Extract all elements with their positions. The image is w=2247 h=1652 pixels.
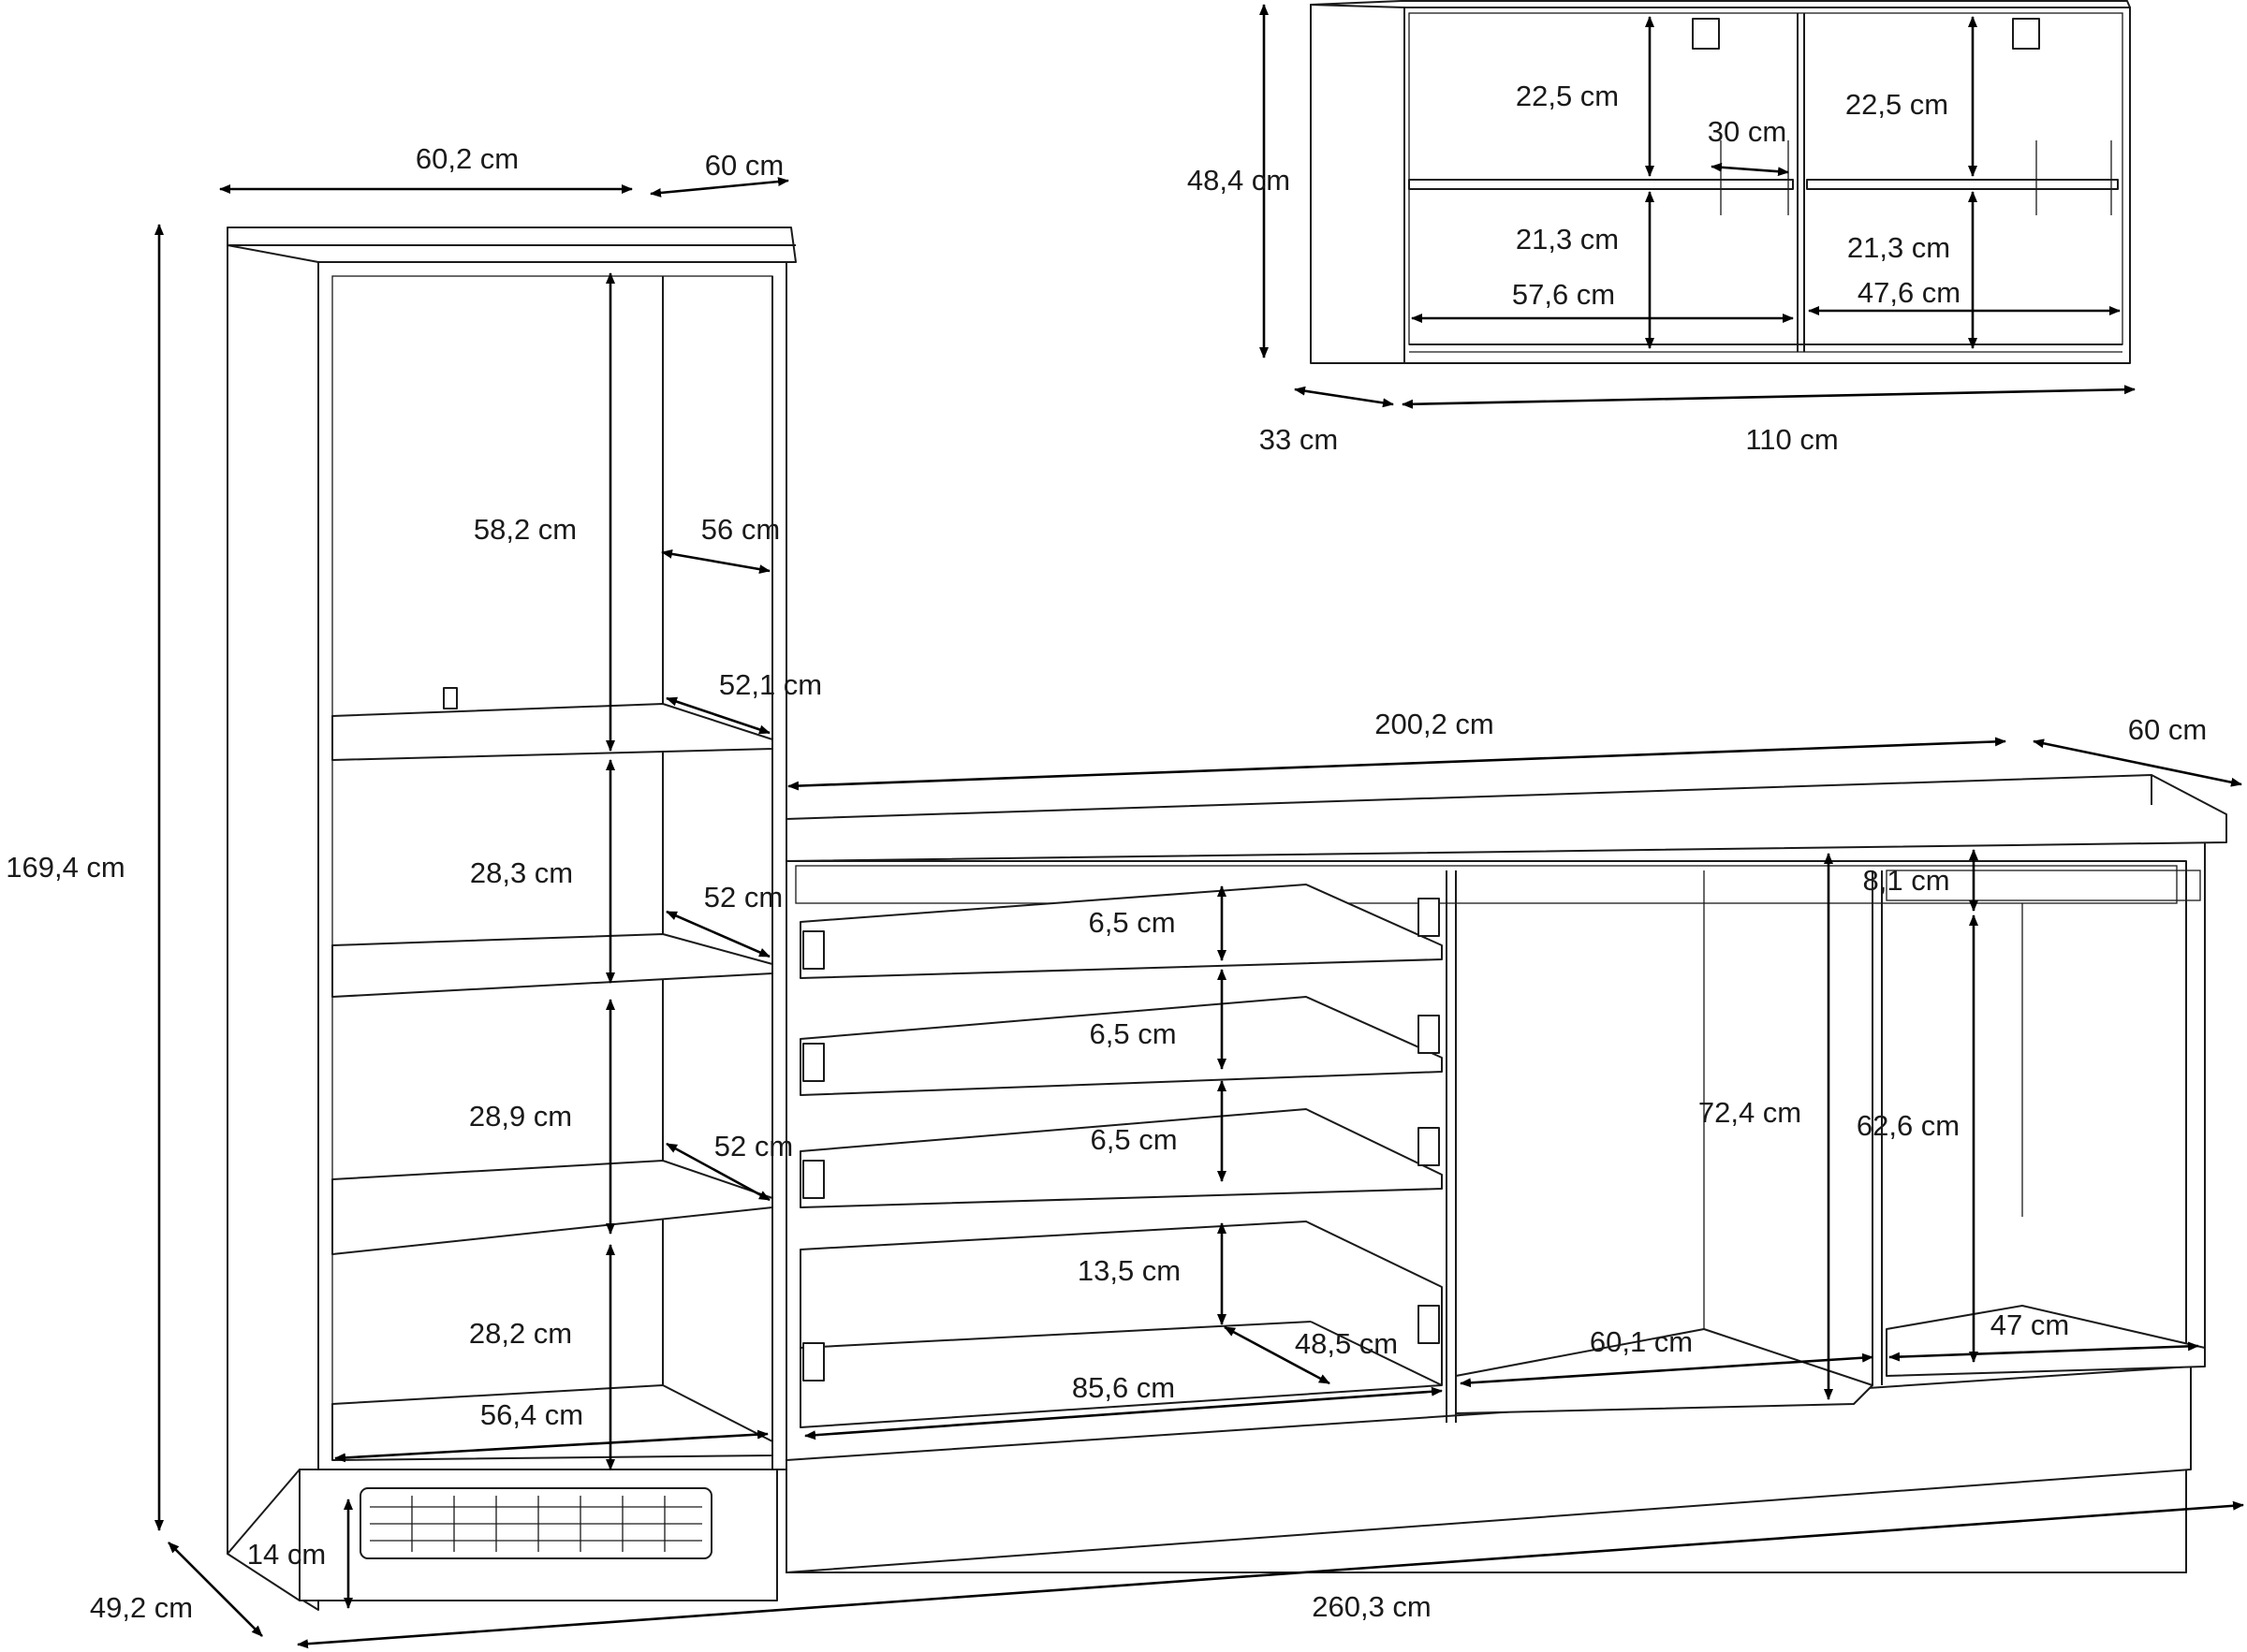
dim-tall-inner-width — [334, 1429, 769, 1463]
label-drawer2-height: 6,5 cm — [1089, 1017, 1176, 1050]
dimension-labels: 48,4 cm 22,5 cm 22,5 cm 30 cm 21,3 cm 21… — [6, 80, 2207, 1624]
tall-cabinet-front — [317, 261, 787, 1470]
label-wall-upper-left: 22,5 cm — [1516, 80, 1619, 112]
wall-cabinet-shelf-right — [1806, 179, 2119, 190]
base-cabinet-worktop — [786, 774, 2227, 862]
dim-wall-depth — [1294, 386, 1394, 408]
base-cabinet — [786, 774, 2227, 1573]
label-tall-width: 60,2 cm — [416, 142, 519, 175]
label-tall-comp1-height: 58,2 cm — [474, 513, 577, 546]
label-tall-inner-width: 56,4 cm — [480, 1398, 583, 1431]
label-base-width: 200,2 cm — [1374, 708, 1494, 740]
label-base-inner-height: 72,4 cm — [1698, 1096, 1801, 1129]
drawer-runner-icon — [1417, 1015, 1440, 1054]
label-base-depth: 60 cm — [2128, 713, 2207, 746]
label-wall-width: 110 cm — [1745, 423, 1838, 456]
label-right-comp-width: 47 cm — [1990, 1308, 2069, 1341]
dim-tall-shelf1-depth — [666, 696, 771, 735]
label-wall-height: 48,4 cm — [1187, 164, 1290, 197]
label-tall-shelf1-depth: 52,1 cm — [719, 668, 822, 701]
drawer-runner-icon — [802, 1342, 825, 1382]
label-plinth-depth: 49,2 cm — [90, 1591, 193, 1624]
dim-tall-shelf2-depth — [666, 910, 771, 958]
label-drawer4-height: 13,5 cm — [1078, 1254, 1181, 1287]
base-right-top-panel — [1886, 870, 2201, 901]
label-drawer-width: 85,6 cm — [1072, 1371, 1175, 1404]
wall-cabinet-top — [1310, 0, 2131, 8]
label-drawer3-height: 6,5 cm — [1090, 1123, 1177, 1156]
label-tall-shelf2-depth: 52 cm — [704, 881, 783, 914]
label-wall-lower-right: 21,3 cm — [1847, 231, 1950, 264]
dim-drawer-depth — [1224, 1325, 1330, 1385]
dim-base-mid-width — [1460, 1352, 1873, 1388]
tall-cabinet-side — [227, 228, 319, 1611]
dim-tall-shelf3-depth — [666, 1142, 771, 1202]
drawer-runner-icon — [802, 1043, 825, 1082]
shelf-pin-icon — [443, 687, 458, 709]
label-tall-comp4-height: 28,2 cm — [469, 1317, 572, 1350]
dim-wall-shelf-depth — [1711, 162, 1789, 177]
dim-overall-width — [297, 1500, 2244, 1649]
drawer-runner-icon — [1417, 1305, 1440, 1344]
label-top-panel-height: 8,1 cm — [1862, 864, 1949, 897]
label-tall-depth: 60 cm — [705, 149, 784, 182]
label-wall-upper-right: 22,5 cm — [1845, 88, 1948, 121]
drawer-runner-icon — [1417, 1127, 1440, 1166]
label-overall-width: 260,3 cm — [1312, 1590, 1432, 1623]
label-right-comp-height: 62,6 cm — [1857, 1109, 1960, 1142]
label-tall-comp1-depth: 56 cm — [701, 513, 780, 546]
label-wall-left-width: 57,6 cm — [1512, 278, 1615, 311]
label-drawer-depth: 48,5 cm — [1295, 1327, 1398, 1360]
wall-cabinet-shelf-left — [1408, 179, 1794, 190]
label-base-mid-width: 60,1 cm — [1590, 1325, 1693, 1358]
dim-plinth-depth — [168, 1542, 263, 1637]
dim-base-width — [787, 737, 2006, 791]
hanging-bracket-icon — [2012, 18, 2040, 50]
dim-right-comp-width — [1888, 1341, 2199, 1362]
label-wall-right-width: 47,6 cm — [1858, 276, 1961, 309]
dim-base-depth — [2033, 738, 2242, 787]
drawer-runner-icon — [802, 930, 825, 970]
label-drawer1-height: 6,5 cm — [1088, 906, 1175, 939]
drawer-runner-icon — [802, 1160, 825, 1199]
drawer-runner-icon — [1417, 898, 1440, 937]
dim-wall-width — [1402, 385, 2136, 409]
label-wall-depth: 33 cm — [1259, 423, 1338, 456]
label-plinth-height: 14 cm — [247, 1538, 326, 1571]
label-wall-shelf-depth: 30 cm — [1708, 115, 1786, 148]
label-tall-comp2-height: 28,3 cm — [470, 856, 573, 889]
base-cabinet-top-rail — [795, 865, 2178, 904]
wall-cabinet — [1310, 0, 2131, 364]
dimension-lines — [154, 3, 2244, 1649]
dim-tall-depth — [650, 177, 789, 197]
dim-tall-comp1-depth — [661, 548, 771, 575]
label-tall-height: 169,4 cm — [6, 851, 125, 884]
hanging-bracket-icon — [1692, 18, 1720, 50]
label-wall-lower-left: 21,3 cm — [1516, 223, 1619, 256]
dim-drawer-width — [804, 1386, 1443, 1440]
wall-cabinet-side — [1310, 4, 1405, 364]
label-tall-comp3-height: 28,9 cm — [469, 1100, 572, 1133]
label-tall-shelf3-depth: 52 cm — [714, 1130, 793, 1162]
